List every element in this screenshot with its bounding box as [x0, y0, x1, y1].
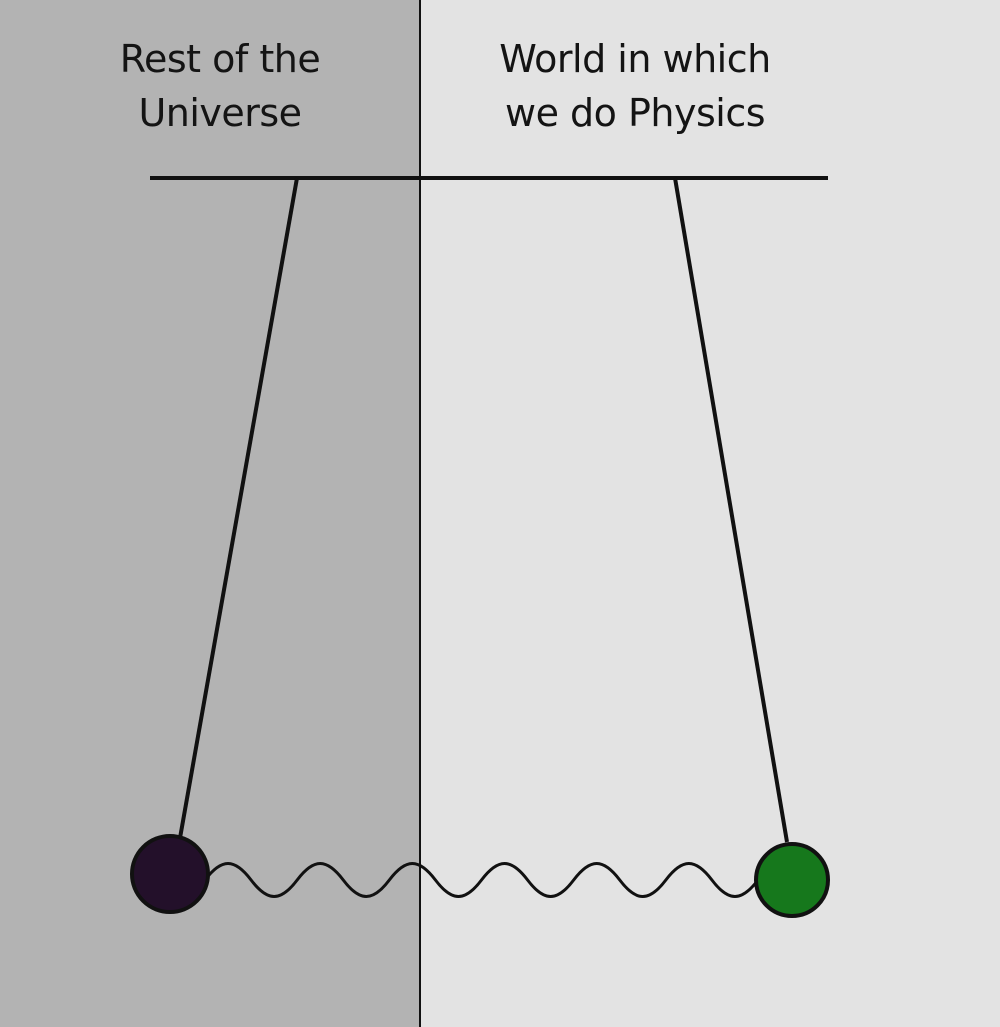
left-pendulum-string: [178, 177, 299, 839]
physics-world-label-line1: World in which: [499, 37, 771, 81]
left-pendulum-bob: [130, 834, 210, 914]
physics-world-label-line2: we do Physics: [504, 91, 766, 135]
physics-world-label: World in which we do Physics: [455, 32, 815, 140]
physics-world-panel: [420, 0, 1000, 1027]
rest-of-universe-label: Rest of the Universe: [40, 32, 400, 140]
rest-of-universe-panel: [0, 0, 420, 1027]
rest-of-universe-label-line2: Universe: [138, 91, 302, 135]
coupling-spring: [203, 862, 760, 898]
rest-of-universe-label-line1: Rest of the: [119, 37, 321, 81]
right-pendulum-string: [673, 177, 789, 843]
right-pendulum-bob: [754, 842, 830, 918]
